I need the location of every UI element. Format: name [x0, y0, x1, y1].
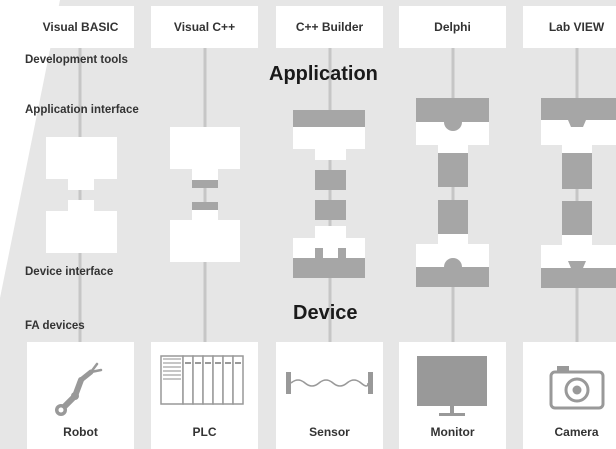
- app-interface-block: [170, 127, 240, 180]
- gray-block: [315, 200, 346, 220]
- device-box-camera: Camera: [523, 342, 616, 449]
- label-fa-devices: FA devices: [25, 320, 85, 332]
- app-interface-block: [46, 137, 117, 190]
- gray-bar: [541, 268, 616, 288]
- gray-band: [192, 202, 218, 210]
- device-box-sensor: Sensor: [276, 342, 383, 449]
- device-interface-block: [293, 226, 365, 258]
- sensor-icon: [286, 372, 373, 394]
- app-interface-block: [416, 122, 489, 153]
- gray-notch: [315, 248, 323, 258]
- heading-application: Application: [269, 63, 378, 85]
- app-interface-block: [541, 120, 616, 153]
- device-box-plc: PLC: [151, 342, 258, 449]
- gray-block: [562, 201, 592, 235]
- tool-box-delphi: Delphi: [399, 6, 506, 48]
- app-interface-block: [293, 127, 365, 160]
- robot-arm-icon: [55, 362, 103, 416]
- label-development-tools: Development tools: [25, 54, 128, 66]
- device-interface-block: [170, 210, 240, 262]
- tool-box-visual-cpp: Visual C++: [151, 6, 258, 48]
- gray-bar: [416, 267, 489, 287]
- device-label-robot: Robot: [63, 425, 98, 439]
- column-lines: [78, 40, 579, 345]
- device-box-robot: Robot: [27, 342, 134, 449]
- tool-box-cpp-builder: C++ Builder: [276, 6, 383, 48]
- device-label-monitor: Monitor: [430, 425, 475, 439]
- label-device-interface: Device interface: [25, 266, 114, 278]
- gray-bar: [293, 110, 365, 127]
- label-application-interface: Application interface: [25, 104, 139, 116]
- gray-block: [562, 153, 592, 189]
- gray-block: [438, 200, 468, 234]
- camera-icon: [549, 366, 605, 410]
- gray-block: [315, 170, 346, 190]
- device-interface-block: [46, 200, 117, 253]
- connector-delphi: [416, 98, 489, 287]
- tool-box-labview: Lab VIEW: [523, 6, 616, 48]
- tool-box-visual-basic: Visual BASIC: [27, 6, 134, 48]
- device-label-plc: PLC: [192, 425, 217, 439]
- gray-knob: [444, 122, 462, 131]
- device-label-sensor: Sensor: [309, 425, 350, 439]
- gray-bar: [416, 98, 489, 122]
- gray-notch: [338, 248, 346, 258]
- gray-band: [192, 180, 218, 188]
- device-interface-block: [541, 235, 616, 268]
- gray-wedge: [568, 261, 586, 268]
- device-label-camera: Camera: [554, 425, 599, 439]
- connector-visual-basic: [46, 137, 117, 253]
- connector-cpp-builder: [293, 110, 365, 278]
- device-box-monitor: Monitor: [399, 342, 506, 449]
- gray-knob: [444, 258, 462, 267]
- gray-bar: [541, 98, 616, 120]
- connector-visual-cpp: [170, 127, 240, 262]
- heading-device: Device: [293, 302, 358, 324]
- gray-block: [438, 153, 468, 187]
- monitor-icon: [417, 356, 487, 416]
- plc-icon: [160, 355, 244, 405]
- device-interface-block: [416, 234, 489, 267]
- gray-wedge: [568, 120, 586, 127]
- gray-bar: [293, 258, 365, 278]
- connector-labview: [541, 98, 616, 288]
